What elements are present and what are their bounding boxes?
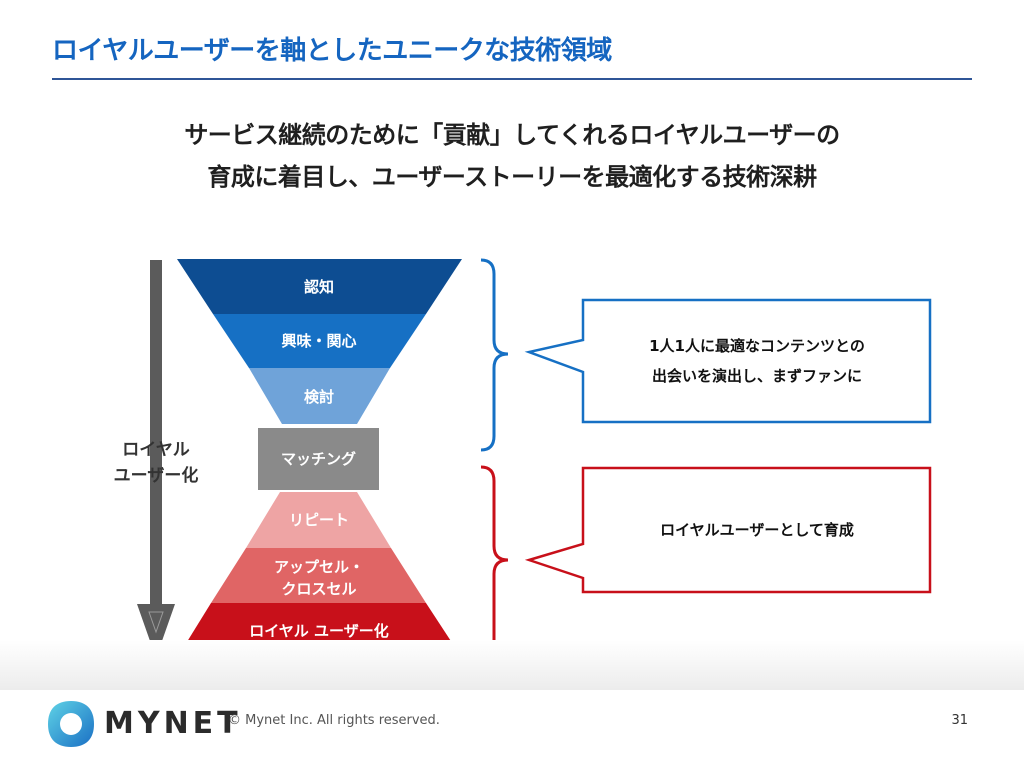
funnel-label-upsell-1: アップセル・	[273, 558, 364, 576]
footer-gradient	[0, 640, 1024, 690]
brand-logo-text: MYNET	[104, 706, 242, 741]
funnel-stage-interest	[213, 314, 426, 368]
funnel-label-awareness: 認知	[303, 278, 334, 296]
title-divider	[52, 78, 972, 80]
copyright-text: © Mynet Inc. All rights reserved.	[228, 713, 440, 728]
funnel-label-loyal: ロイヤル ユーザー化	[249, 622, 389, 640]
headline-line-2: 育成に着目し、ユーザーストーリーを最適化する技術深耕	[207, 163, 817, 191]
callout-box-2	[524, 466, 932, 594]
funnel-label-upsell-2: クロスセル	[281, 580, 357, 598]
side-arrow-shaft	[150, 260, 162, 606]
upper-brace	[480, 258, 509, 452]
lower-brace	[480, 465, 509, 658]
funnel-stage-repeat	[246, 492, 391, 548]
funnel-label-repeat: リピート	[288, 511, 349, 529]
side-arrow-label-line-1: ロイヤル	[122, 440, 190, 460]
funnel-label-consideration: 検討	[303, 388, 334, 406]
funnel-stage-upsell	[211, 548, 426, 603]
mynet-logo-icon	[48, 701, 94, 747]
callout-1-text: 1人1人に最適なコンテンツとの 出会いを演出し、まずファンに	[590, 331, 924, 391]
funnel-stage-consideration	[249, 368, 390, 424]
callout-1-line-2: 出会いを演出し、まずファンに	[651, 367, 862, 385]
funnel-stage-awareness	[177, 259, 462, 314]
funnel-stage-matching	[258, 428, 379, 490]
callout-1-line-1: 1人1人に最適なコンテンツとの	[649, 337, 865, 355]
page-number: 31	[951, 713, 968, 728]
side-arrow-head-inner	[148, 611, 164, 634]
funnel-label-matching: マッチング	[280, 450, 356, 468]
callout-box-1	[524, 298, 932, 424]
side-arrow-label-line-2: ユーザー化	[113, 466, 199, 486]
footer	[0, 690, 1024, 768]
headline-line-1: サービス継続のために「貢献」してくれるロイヤルユーザーの	[184, 121, 840, 149]
funnel-label-interest: 興味・関心	[281, 332, 357, 350]
callout-2-line-1: ロイヤルユーザーとして育成	[660, 521, 854, 539]
slide-title: ロイヤルユーザーを軸としたユニークな技術領域	[52, 36, 612, 66]
callout-2-text: ロイヤルユーザーとして育成	[590, 515, 924, 545]
side-arrow-label: ロイヤル ユーザー化	[96, 437, 216, 489]
